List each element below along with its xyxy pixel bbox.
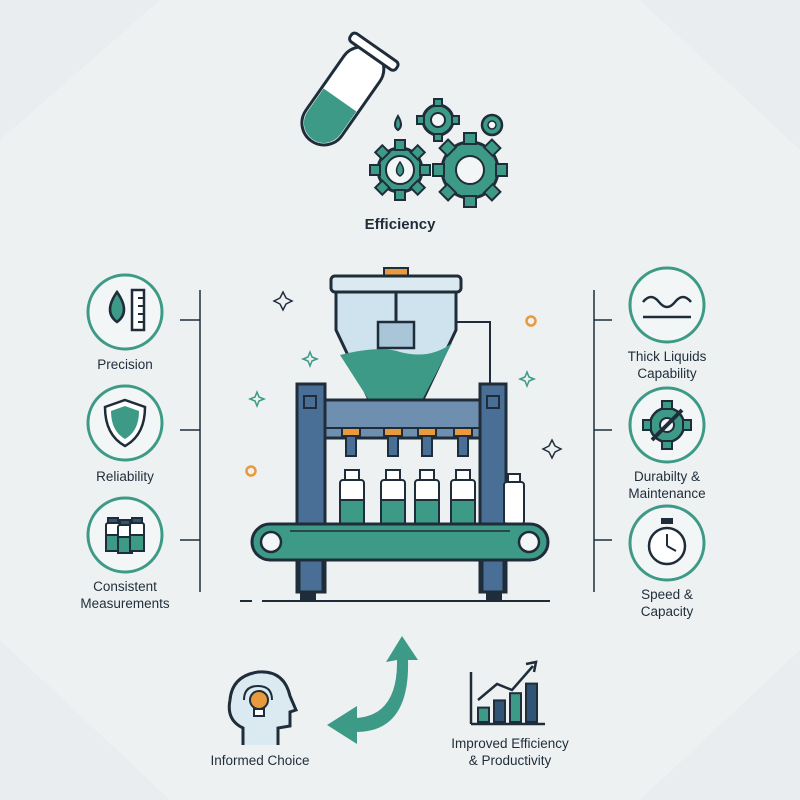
label-line: Capability [637, 366, 697, 381]
feature-label-thick-liquids: Thick Liquids Capability [587, 348, 747, 382]
bottles-icon [86, 496, 164, 574]
filling-machine [240, 267, 563, 602]
right-divider [593, 290, 612, 592]
label-line: & Productivity [468, 753, 552, 768]
left-divider [180, 290, 201, 592]
label-line: Capacity [640, 604, 694, 619]
label-line: Maintenance [628, 486, 706, 501]
head-lightbulb-icon [227, 670, 299, 745]
informed-choice-label: Informed Choice [210, 753, 310, 768]
label-line: Reliability [96, 469, 154, 484]
shield-icon [86, 384, 164, 462]
feature-label-speed: Speed & Capacity [587, 586, 747, 620]
improved-efficiency-label: Improved Efficiency & Productivity [420, 735, 600, 769]
label-line: Speed & [641, 587, 693, 602]
wave-icon [628, 266, 706, 344]
sparkles [247, 290, 563, 460]
feature-label-durability: Durabilty & Maintenance [587, 468, 747, 502]
growth-bar [493, 699, 506, 724]
label-line: Durabilty & [633, 469, 701, 484]
stopwatch-icon [628, 504, 706, 582]
growth-chart-icon [469, 660, 545, 726]
label-line: Measurements [80, 596, 170, 611]
growth-bar [477, 706, 490, 723]
label-line: Thick Liquids [627, 349, 707, 364]
gears-icon [369, 98, 508, 208]
label-line: Consistent [93, 579, 157, 594]
droplet-ruler-icon [86, 273, 164, 351]
gear-wrench-icon [628, 386, 706, 464]
feature-label-reliability: Reliability [45, 468, 205, 485]
feature-label-precision: Precision [45, 356, 205, 373]
label-line: Precision [97, 357, 153, 372]
curved-arrow-icon [327, 636, 418, 744]
efficiency-title: Efficiency [364, 216, 436, 233]
test-tube-icon [300, 31, 402, 147]
feature-label-consistent-measurements: Consistent Measurements [45, 578, 205, 612]
growth-bar [509, 692, 522, 724]
label-line: Improved Efficiency [451, 736, 569, 751]
growth-bar [525, 682, 538, 723]
